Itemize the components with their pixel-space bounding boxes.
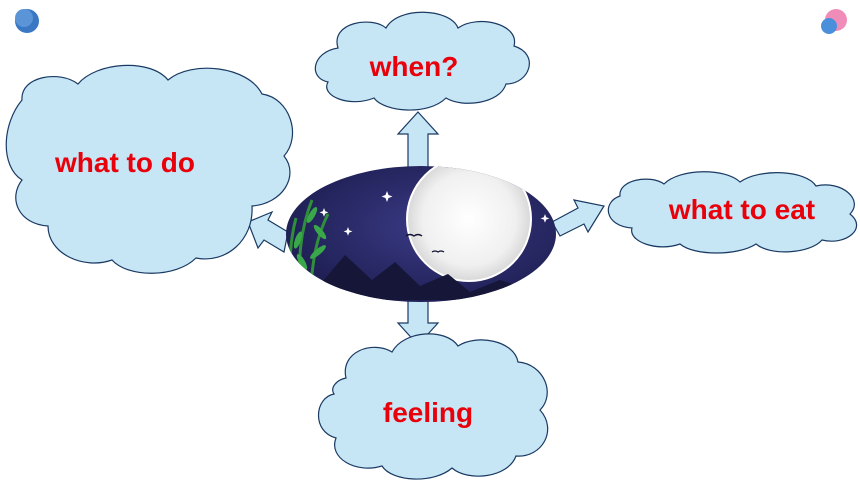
mountains-silhouette [286, 255, 556, 300]
corner-dot-left [15, 9, 39, 33]
cloud-node-feeling: feeling [318, 333, 549, 480]
stars [319, 191, 550, 236]
cloud-node-what-to-eat: what to eat [607, 171, 858, 254]
cloud-label-when: when? [369, 51, 459, 82]
cloud-node-when: when? [314, 11, 530, 111]
bird-icon [431, 250, 445, 253]
moon-icon [406, 166, 532, 282]
cloud-label-what-to-eat: what to eat [668, 194, 815, 225]
cloud-label-what-to-do: what to do [54, 147, 195, 178]
arrow-left [247, 210, 289, 253]
bird-icon [405, 233, 423, 237]
arrow-up [396, 111, 440, 169]
cloud-node-what-to-do: what to do [5, 64, 294, 274]
star-icon [540, 214, 550, 223]
star-icon [319, 208, 329, 217]
star-icon [381, 191, 393, 202]
corner-dot-right [821, 9, 847, 34]
cloud-label-feeling: feeling [383, 397, 473, 428]
central-night-moon-image [286, 166, 556, 302]
star-icon [343, 227, 353, 236]
arrow-right [551, 199, 605, 237]
